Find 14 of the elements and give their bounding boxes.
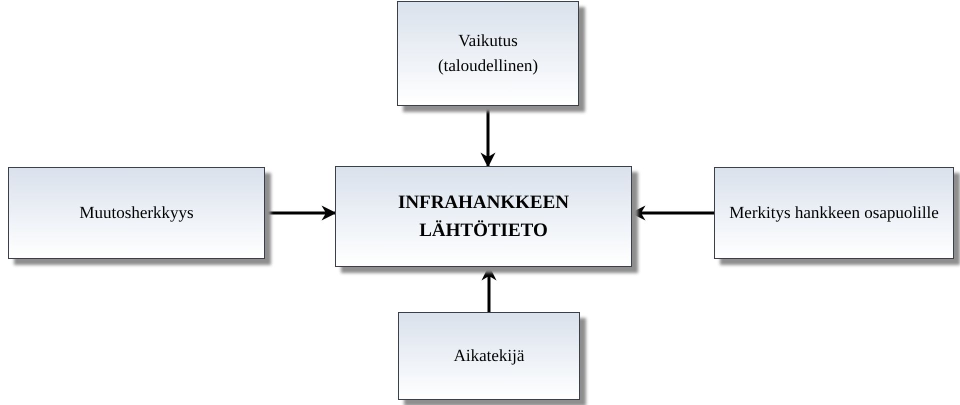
box-label: INFRAHANKKEEN LÄHTÖTIETO [396,190,570,242]
process-box [397,1,579,106]
box-label: Muutosherkkyys [79,202,194,224]
arrow [265,206,336,220]
box-label: Merkitys hankkeen osapuolille [729,202,939,224]
arrow [482,266,496,312]
process-box [398,312,580,400]
process-box [335,166,632,267]
arrow [480,106,496,168]
process-box [8,167,265,259]
process-box [714,167,954,259]
box-label: Aikatekijä [454,344,524,367]
box-label: Vaikutus (taloudellinen) [436,30,540,76]
arrow [630,206,714,220]
